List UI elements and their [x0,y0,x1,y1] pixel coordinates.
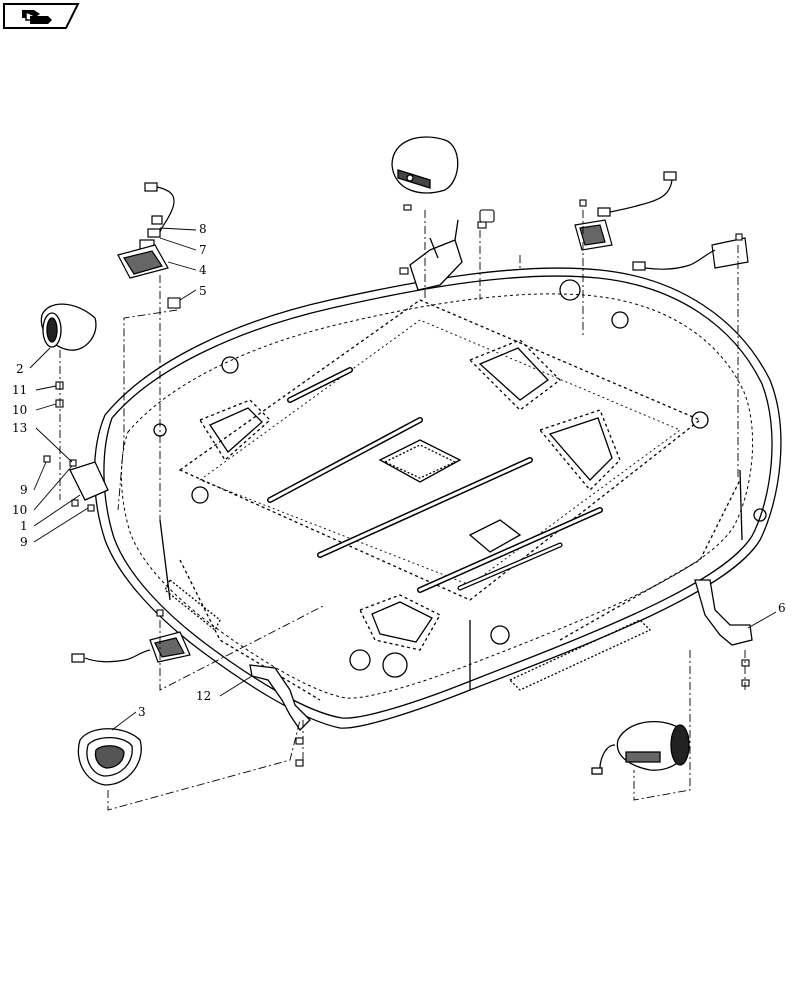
fasteners [43,199,750,767]
harness-lower-left [71,631,191,663]
callouts: 8 7 4 5 2 11 10 13 [12,222,786,731]
svg-text:10: 10 [12,503,27,517]
callout-10-lower: 10 [12,465,73,517]
lamp-top-center [391,136,459,194]
callout-1: 1 [20,494,81,533]
svg-text:5: 5 [199,284,207,298]
bracket-6 [694,579,753,646]
svg-text:10: 10 [12,403,27,417]
callout-6: 6 [747,601,786,629]
lamp-bottom-right [591,721,690,775]
callout-11: 11 [12,383,57,397]
callout-8: 8 [159,222,207,236]
assembly-lines [59,210,746,811]
bracket-top [409,219,463,291]
lamp-bottom-left [77,728,142,786]
callout-9-upper: 9 [20,461,47,497]
callout-13: 13 [12,421,73,463]
callout-9-lower: 9 [20,507,89,549]
harness-upper-left [117,182,175,279]
svg-text:9: 9 [20,483,28,497]
svg-text:8: 8 [199,222,207,236]
svg-text:6: 6 [778,601,786,615]
callout-10-upper: 10 [12,403,57,417]
lamp-left [40,303,97,351]
svg-text:9: 9 [20,535,28,549]
bracket-12 [249,664,311,732]
svg-text:12: 12 [196,689,211,703]
svg-text:13: 13 [12,421,27,435]
arrow-right-book-icon [22,10,52,24]
roof-panel [93,267,782,729]
svg-text:7: 7 [199,243,207,257]
callout-12: 12 [196,675,253,703]
callout-3: 3 [111,705,146,731]
svg-text:11: 11 [12,383,27,397]
bracket-left [69,461,109,501]
svg-text:2: 2 [16,362,24,376]
callout-4: 4 [167,261,207,277]
callout-5: 5 [179,284,207,301]
harness-upper-right [574,171,749,271]
nav-button[interactable] [3,3,80,29]
svg-text:1: 1 [20,519,28,533]
svg-text:4: 4 [199,263,207,277]
callout-7: 7 [159,237,207,257]
callout-2: 2 [16,347,51,376]
svg-text:3: 3 [138,705,146,719]
